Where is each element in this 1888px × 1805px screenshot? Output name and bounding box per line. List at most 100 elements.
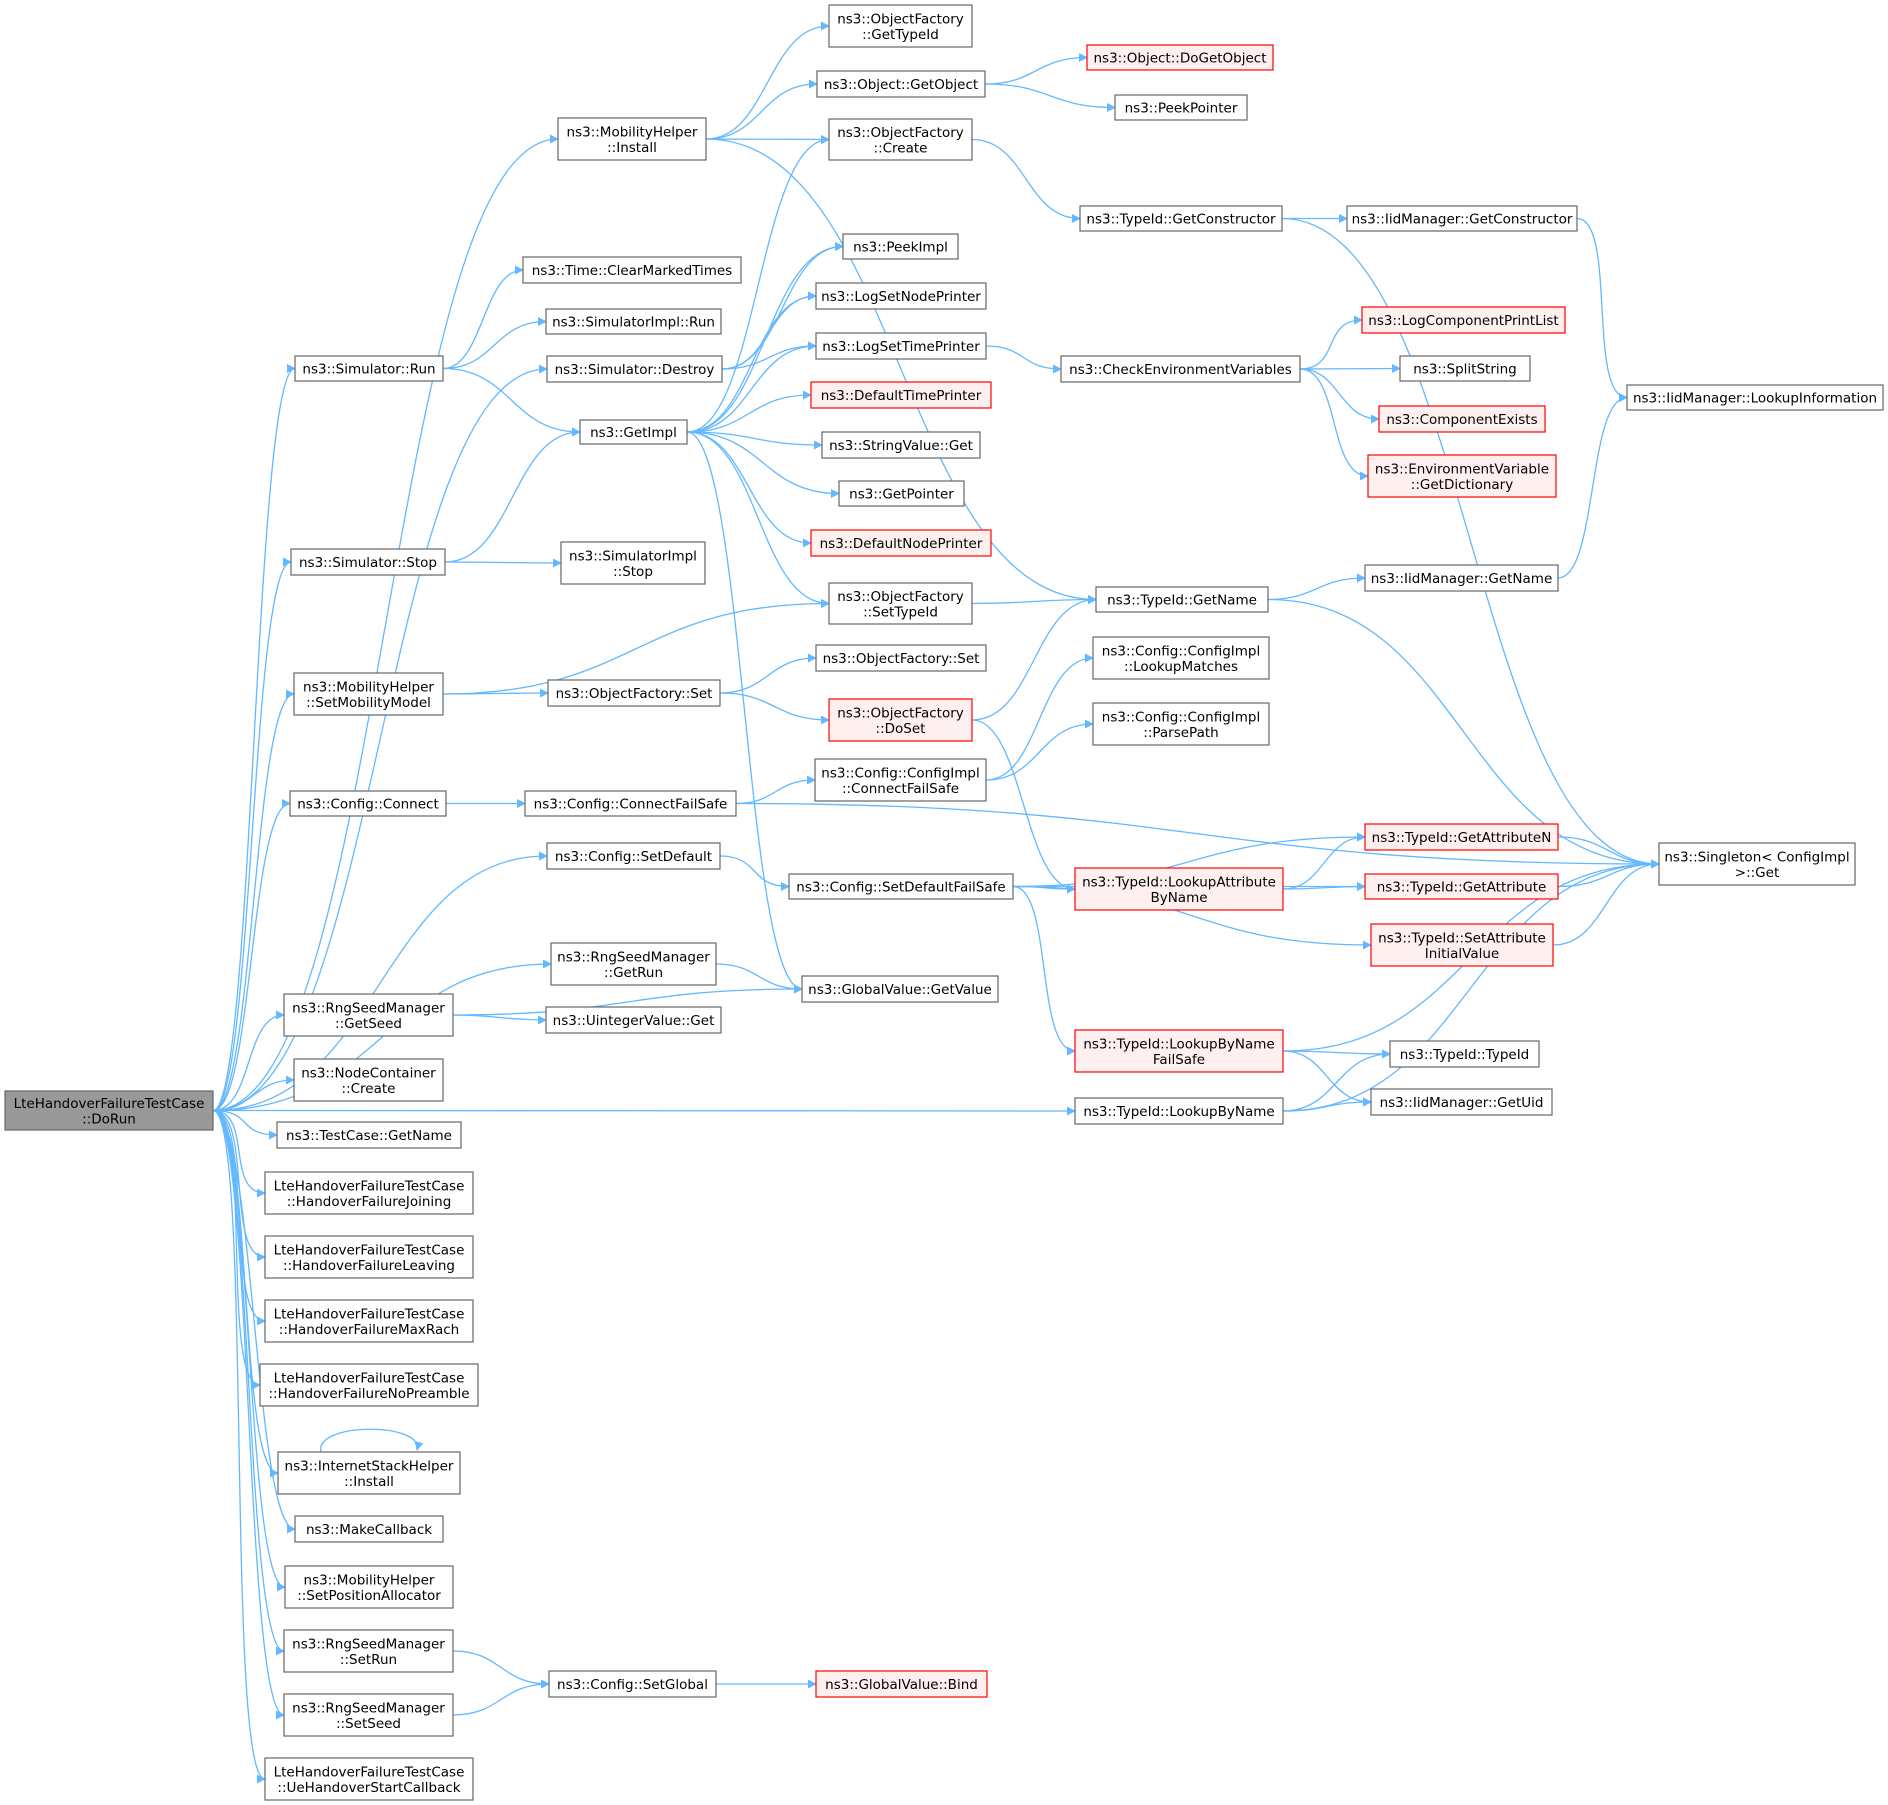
node-box [815,332,987,360]
node-singletonGet[interactable]: ns3::Singleton< ConfigImpl>::Get [1658,842,1856,886]
node-simImplRun[interactable]: ns3::SimulatorImpl::Run [545,308,722,335]
node-cfgParsePath[interactable]: ns3::Config::ConfigImpl::ParsePath [1092,702,1270,746]
node-ofGetTypeId[interactable]: ns3::ObjectFactory::GetTypeId [828,4,973,48]
node-simRun[interactable]: ns3::Simulator::Run [294,355,444,382]
node-box [557,117,707,161]
node-box [545,1006,722,1034]
node-defTimePrinter[interactable]: ns3::DefaultTimePrinter [810,381,992,409]
node-iidGetCtor[interactable]: ns3::IidManager::GetConstructor [1346,205,1578,232]
node-box [289,790,447,817]
node-iidLookupInfo[interactable]: ns3::IidManager::LookupInformation [1626,384,1884,411]
node-label-line: ::GetTypeId [862,27,939,43]
node-ofCreate[interactable]: ns3::ObjectFactory::Create [828,118,973,161]
node-cfgSetDefault[interactable]: ns3::Config::SetDefault [546,842,721,870]
node-getPointer[interactable]: ns3::GetPointer [838,480,965,507]
node-uintValGet[interactable]: ns3::UintegerValue::Get [545,1006,722,1034]
node-ofSet2[interactable]: ns3::ObjectFactory::Set [815,644,987,672]
node-cfgConnect[interactable]: ns3::Config::Connect [289,790,447,817]
node-strValGet[interactable]: ns3::StringValue::Get [821,431,981,459]
node-cfgLookupMatches[interactable]: ns3::Config::ConfigImpl::LookupMatches [1092,636,1270,680]
node-tidTypeId[interactable]: ns3::TypeId::TypeId [1389,1040,1540,1068]
node-envVarGetDict[interactable]: ns3::EnvironmentVariable::GetDictionary [1367,454,1557,498]
edge-objGetObject-to-objDoGetObject [984,53,1088,85]
node-ofDoSet[interactable]: ns3::ObjectFactory::DoSet [828,698,973,742]
node-logCompPrint[interactable]: ns3::LogComponentPrintList [1361,306,1566,334]
node-simStop[interactable]: ns3::Simulator::Stop [290,548,446,576]
node-label-line: ns3::LogComponentPrintList [1368,313,1558,329]
node-rngGetRun[interactable]: ns3::RngSeedManager::GetRun [550,942,717,986]
node-label-line: LteHandoverFailureTestCase [274,1242,465,1258]
node-label-line: ::GetSeed [335,1016,402,1032]
node-tidGetCtor[interactable]: ns3::TypeId::GetConstructor [1079,205,1283,232]
node-hfNoPreamble[interactable]: LteHandoverFailureTestCase::HandoverFail… [259,1363,479,1407]
node-label-line: ns3::ObjectFactory [837,705,964,721]
node-cfgSetDefaultFS[interactable]: ns3::Config::SetDefaultFailSafe [788,873,1014,900]
node-box [1361,306,1566,334]
node-tidGetName[interactable]: ns3::TypeId::GetName [1095,586,1269,613]
node-peekImpl[interactable]: ns3::PeekImpl [842,233,959,260]
node-gvBind[interactable]: ns3::GlobalValue::Bind [815,1670,988,1698]
node-iidGetName[interactable]: ns3::IidManager::GetName [1364,564,1559,592]
node-simDestroy[interactable]: ns3::Simulator::Destroy [546,355,723,383]
node-ofSet[interactable]: ns3::ObjectFactory::Set [547,679,721,707]
node-cfgImplConnect[interactable]: ns3::Config::ConfigImpl::ConnectFailSafe [814,758,987,802]
node-label-line: ::SetPositionAllocator [297,1588,441,1604]
node-cfgSetGlobal[interactable]: ns3::Config::SetGlobal [548,1670,717,1698]
node-mhInstall[interactable]: ns3::MobilityHelper::Install [557,117,707,161]
node-defNodePrinter[interactable]: ns3::DefaultNodePrinter [810,529,992,557]
node-hfJoining[interactable]: LteHandoverFailureTestCase::HandoverFail… [264,1171,474,1215]
node-ncCreate[interactable]: ns3::NodeContainer::Create [293,1058,444,1102]
node-simImplStop[interactable]: ns3::SimulatorImpl::Stop [560,541,706,585]
node-tidGetAttr[interactable]: ns3::TypeId::GetAttribute [1364,873,1559,900]
node-logSetTime[interactable]: ns3::LogSetTimePrinter [815,332,987,360]
node-mhSetPosAlloc[interactable]: ns3::MobilityHelper::SetPositionAllocato… [284,1565,454,1609]
edge-root-to-makeCallback [212,1109,296,1534]
node-tcGetName[interactable]: ns3::TestCase::GetName [276,1121,462,1149]
node-label-line: ::GetDictionary [1411,477,1513,493]
node-compExists[interactable]: ns3::ComponentExists [1378,405,1546,433]
node-label-line: ns3::ObjectFactory [837,589,964,605]
node-label-line: ::Install [344,1474,394,1490]
node-label-line: ns3::MakeCallback [306,1522,432,1538]
edge-tidGetAttrN-to-singletonGet [1557,836,1660,869]
node-mhSetMobility[interactable]: ns3::MobilityHelper::SetMobilityModel [293,672,444,716]
node-splitString[interactable]: ns3::SplitString [1399,355,1531,382]
edge-rngGetSeed-to-gvGetValue [452,984,803,1016]
edges-layer [212,21,1660,1784]
node-label-line: ::HandoverFailureJoining [287,1194,452,1210]
node-clearMarked[interactable]: ns3::Time::ClearMarkedTimes [522,256,742,284]
node-box [1389,1040,1540,1068]
node-checkEnv[interactable]: ns3::CheckEnvironmentVariables [1060,355,1301,383]
node-objGetObject[interactable]: ns3::Object::GetObject [816,70,986,98]
node-box [1114,94,1248,121]
node-cfgConnectFS[interactable]: ns3::Config::ConnectFailSafe [524,790,737,817]
node-label-line: ns3::RngSeedManager [292,1700,445,1716]
node-hfLeaving[interactable]: LteHandoverFailureTestCase::HandoverFail… [264,1235,474,1279]
node-makeCallback[interactable]: ns3::MakeCallback [294,1515,444,1543]
node-logSetNode[interactable]: ns3::LogSetNodePrinter [815,282,987,310]
node-ishInstall[interactable]: ns3::InternetStackHelper::Install [277,1451,461,1495]
node-box [1367,454,1557,498]
node-rngSetRun[interactable]: ns3::RngSeedManager::SetRun [283,1629,454,1673]
edge-root-to-simStop [212,557,292,1112]
edge-cfgImplConnect-to-cfgParsePath [985,719,1094,781]
node-rngGetSeed[interactable]: ns3::RngSeedManager::GetSeed [283,993,454,1037]
node-ueHoStart[interactable]: LteHandoverFailureTestCase::UeHandoverSt… [264,1757,474,1801]
node-label-line: ns3::SplitString [1413,362,1517,378]
node-gvGetValue[interactable]: ns3::GlobalValue::GetValue [801,975,999,1003]
edge-ishInstall-to-ishInstall [320,1428,424,1453]
node-ofSetTypeId[interactable]: ns3::ObjectFactory::SetTypeId [828,582,973,625]
node-tidGetAttrN[interactable]: ns3::TypeId::GetAttributeN [1364,823,1559,851]
node-hfMaxRach[interactable]: LteHandoverFailureTestCase::HandoverFail… [264,1299,474,1343]
node-peekPointer[interactable]: ns3::PeekPointer [1114,94,1248,121]
node-label-line: ns3::Config::SetDefaultFailSafe [796,880,1005,896]
node-root[interactable]: LteHandoverFailureTestCase::DoRun [4,1090,214,1131]
node-getImpl[interactable]: ns3::GetImpl [579,419,688,445]
node-tidLookupByName[interactable]: ns3::TypeId::LookupByName [1074,1097,1284,1125]
node-iidGetUid[interactable]: ns3::IidManager::GetUid [1370,1088,1553,1116]
node-objDoGetObject[interactable]: ns3::Object::DoGetObject [1086,44,1274,71]
node-rngSetSeed[interactable]: ns3::RngSeedManager::SetSeed [283,1693,454,1737]
